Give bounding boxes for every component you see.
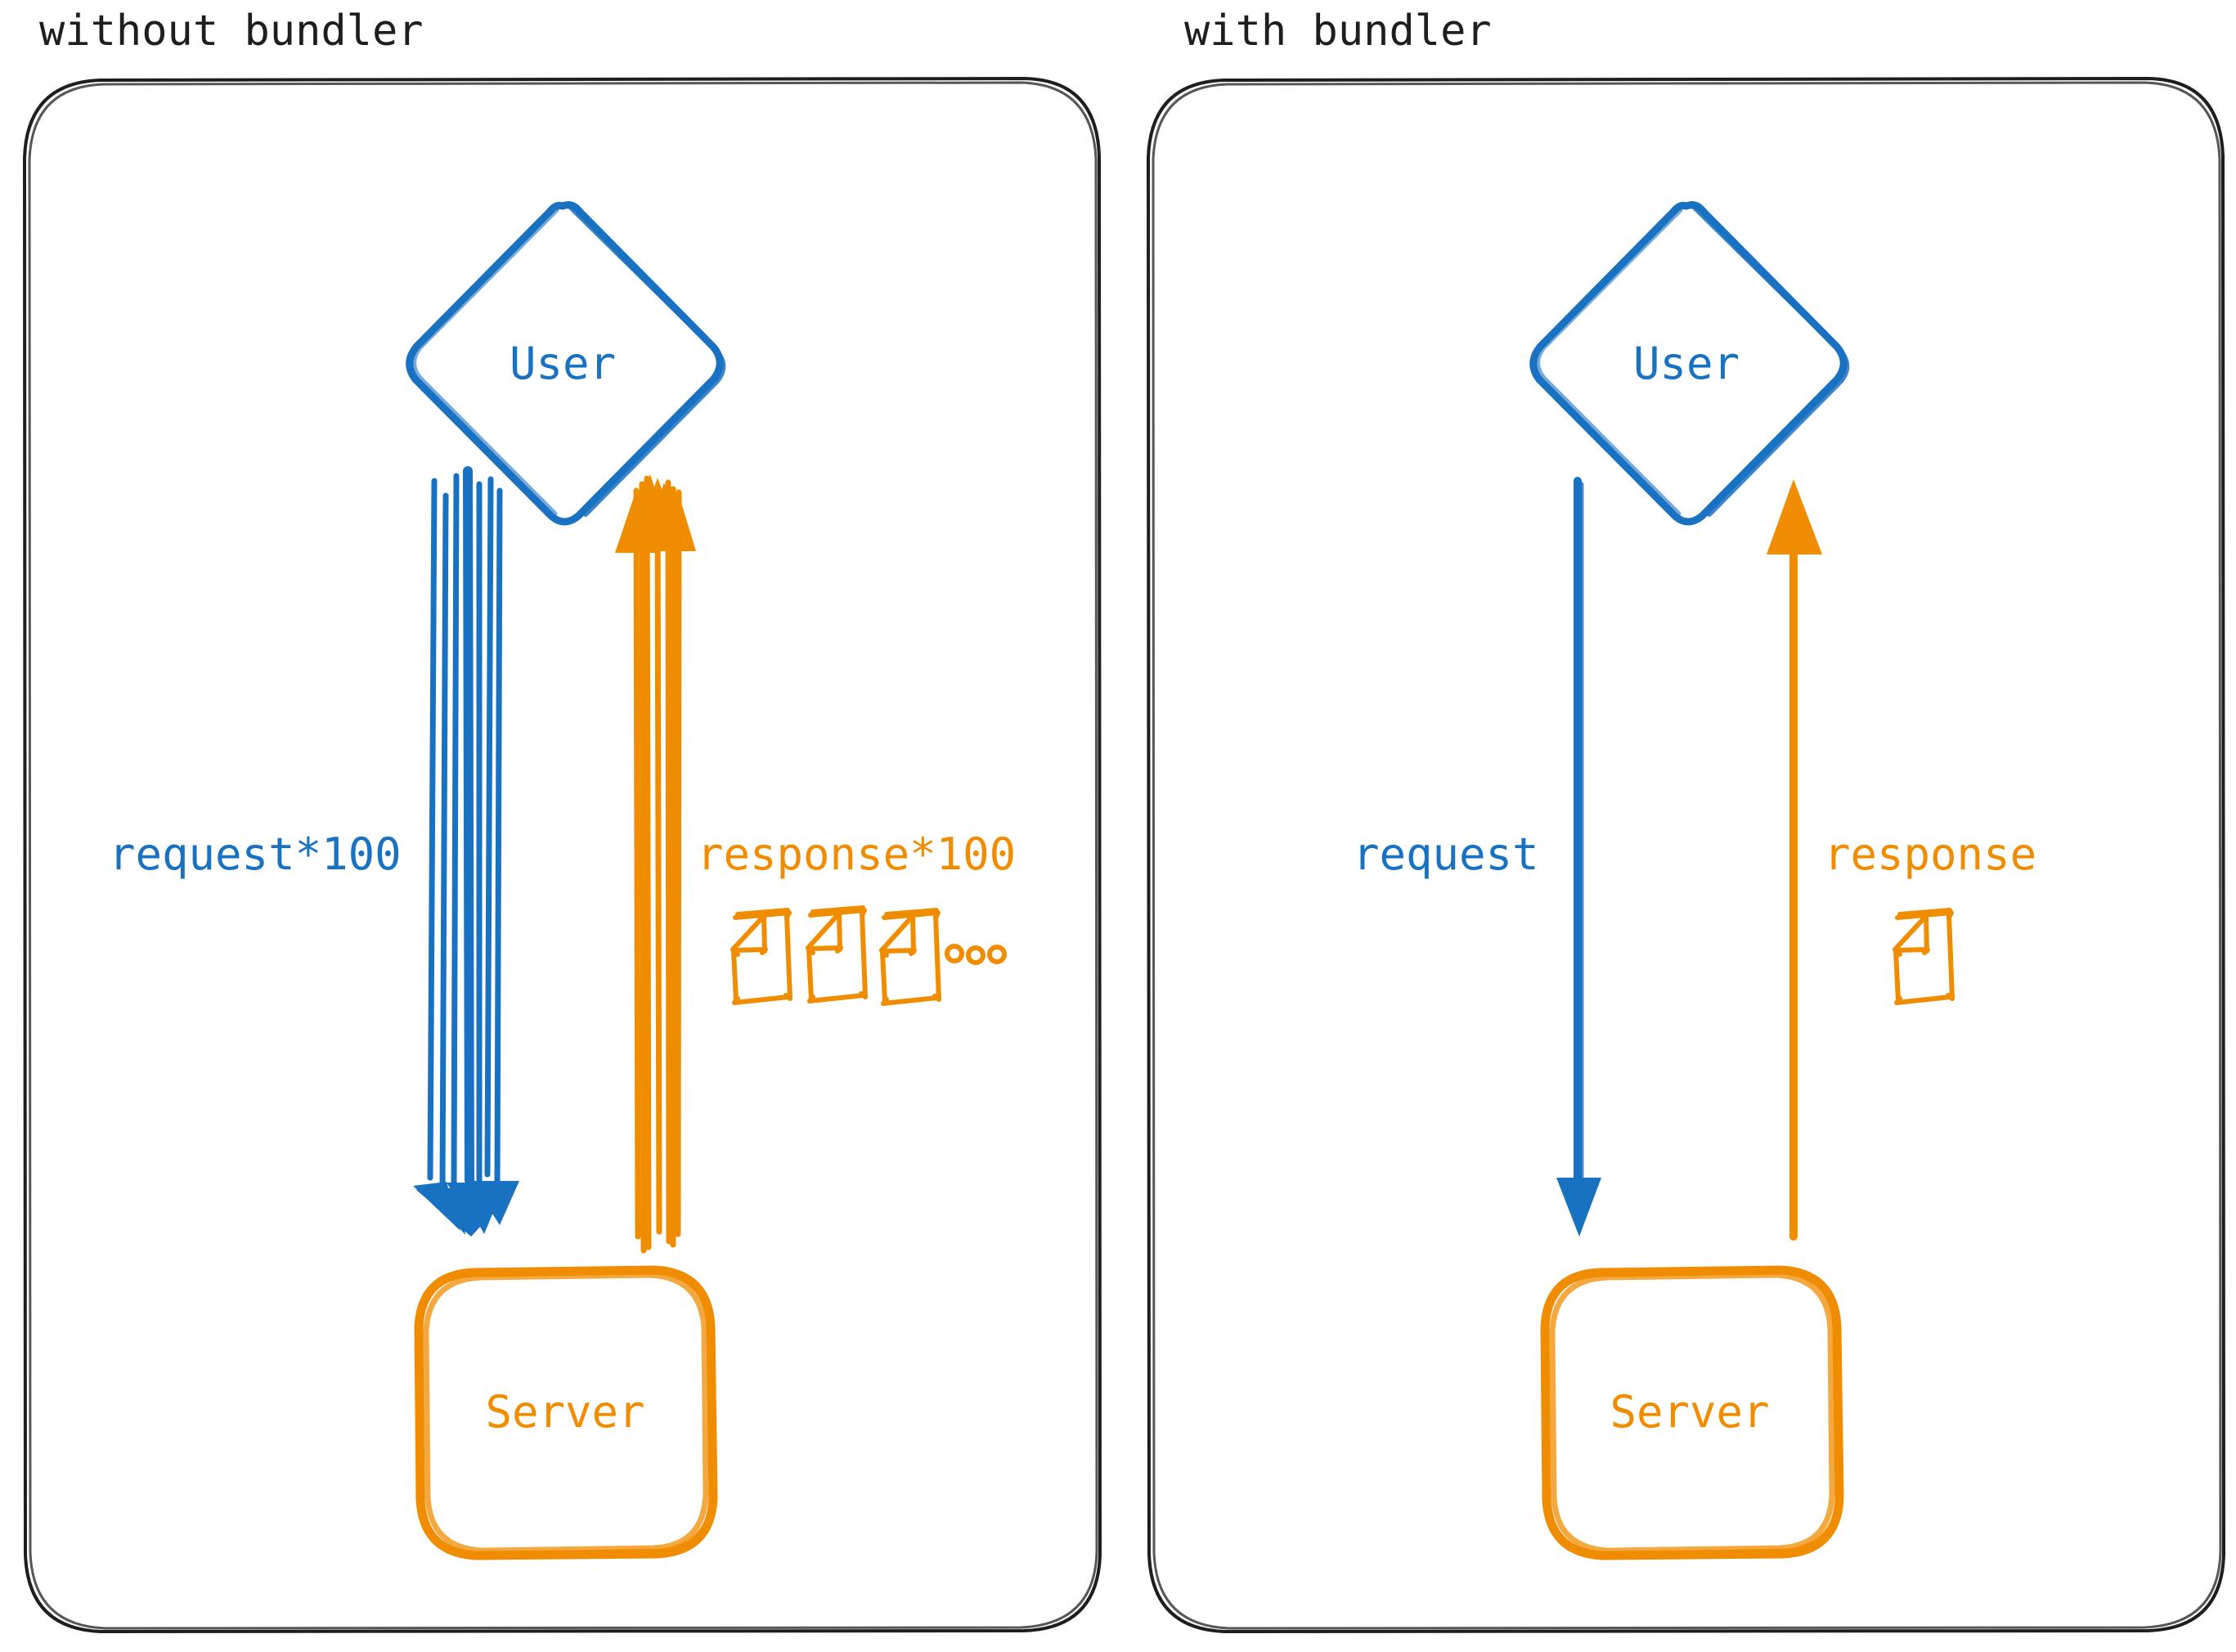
ellipsis-icon [945,944,1007,965]
server-node-label-right: Server [1610,1386,1770,1438]
user-node-label-left: User [509,338,617,389]
request-arrows-left [413,466,519,1237]
edge-label-request-right: request [1353,828,1539,880]
document-icons-right [1893,908,1955,1005]
document-icon [730,908,792,1005]
document-icon [806,905,868,1003]
edge-label-request-left: request*100 [109,828,402,880]
panel-title-with-bundler: with bundler [1184,7,1492,56]
server-node-label-left: Server [485,1386,645,1438]
panel-title-without-bundler: without bundler [39,7,424,56]
response-arrows-left [615,474,696,1254]
request-arrow-right [1556,477,1601,1237]
edge-label-response-right: response [1824,828,2037,880]
document-icon [1893,908,1955,1005]
edge-label-response-left: response*100 [697,828,1017,880]
document-icons-left [730,905,1007,1006]
document-icon [879,908,941,1006]
response-arrow-right [1767,479,1822,1241]
user-node-label-right: User [1632,338,1740,389]
